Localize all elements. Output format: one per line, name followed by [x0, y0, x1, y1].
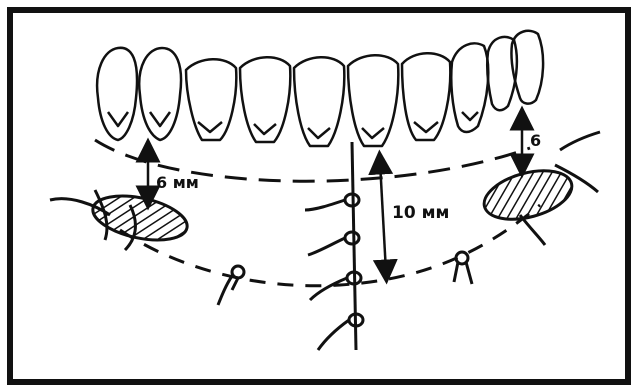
tooth	[240, 57, 290, 142]
tooth	[186, 59, 236, 140]
left-distance-label: 6 мм	[156, 173, 199, 192]
center-distance-label: 10 мм	[392, 203, 449, 223]
tooth	[294, 57, 344, 146]
tooth	[348, 55, 398, 146]
teeth-row	[97, 31, 543, 146]
left-interrupted-suture	[218, 266, 244, 305]
center-measure-arrow	[380, 162, 386, 272]
tooth	[402, 53, 450, 140]
left-mucosal-flap	[50, 188, 191, 250]
right-interrupted-suture	[454, 252, 472, 284]
vertical-suture	[305, 142, 363, 350]
right-distance-label: 6	[530, 131, 541, 150]
